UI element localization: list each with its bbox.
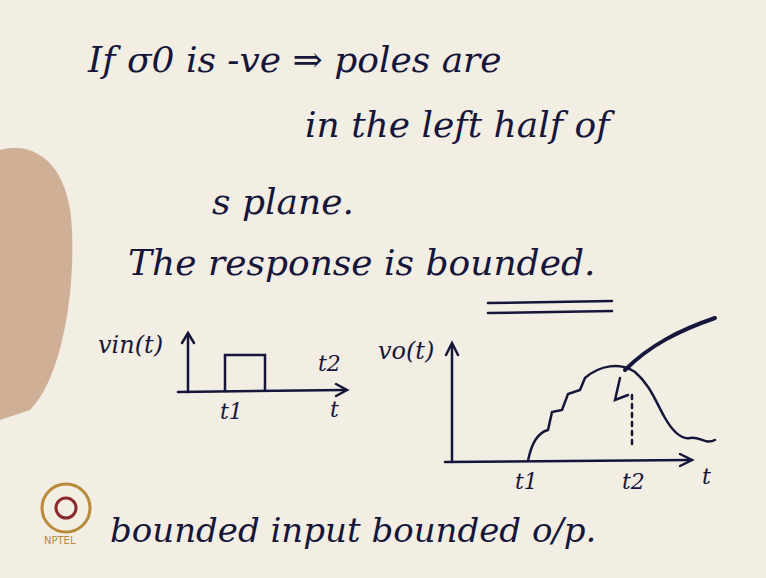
axis <box>445 460 690 462</box>
axis-label: t1 <box>515 470 538 494</box>
response-curve <box>528 366 715 461</box>
arrowhead <box>680 454 692 466</box>
arrowhead <box>336 384 347 396</box>
logo-text: NPTEL <box>44 535 76 546</box>
axis <box>187 335 190 392</box>
axis-label: t2 <box>318 352 341 376</box>
arrowhead <box>446 343 458 355</box>
note-text: bounded input bounded o/p. <box>110 512 596 549</box>
logo <box>42 484 90 532</box>
note-text: s plane. <box>212 182 354 222</box>
note-text: in the left half of <box>305 105 610 145</box>
axis-label: vin(t) <box>98 332 163 358</box>
note-text: The response is bounded. <box>128 243 595 283</box>
finger <box>0 148 72 420</box>
logo <box>56 498 76 518</box>
axis-label: vo(t) <box>378 338 434 364</box>
axis-label: t <box>702 465 711 489</box>
underline <box>488 311 612 313</box>
axis <box>178 390 345 392</box>
axis-label: t <box>330 398 339 422</box>
axis-label: t2 <box>622 470 645 494</box>
arrowhead <box>182 333 194 343</box>
axis-label: t1 <box>220 400 243 424</box>
pulse <box>225 355 265 391</box>
underline <box>488 301 612 303</box>
axis <box>451 345 454 462</box>
scribble <box>625 318 715 370</box>
arrow <box>615 378 628 400</box>
note-text: If σ0 is -ve ⇒ poles are <box>88 40 502 80</box>
marker <box>631 395 634 445</box>
